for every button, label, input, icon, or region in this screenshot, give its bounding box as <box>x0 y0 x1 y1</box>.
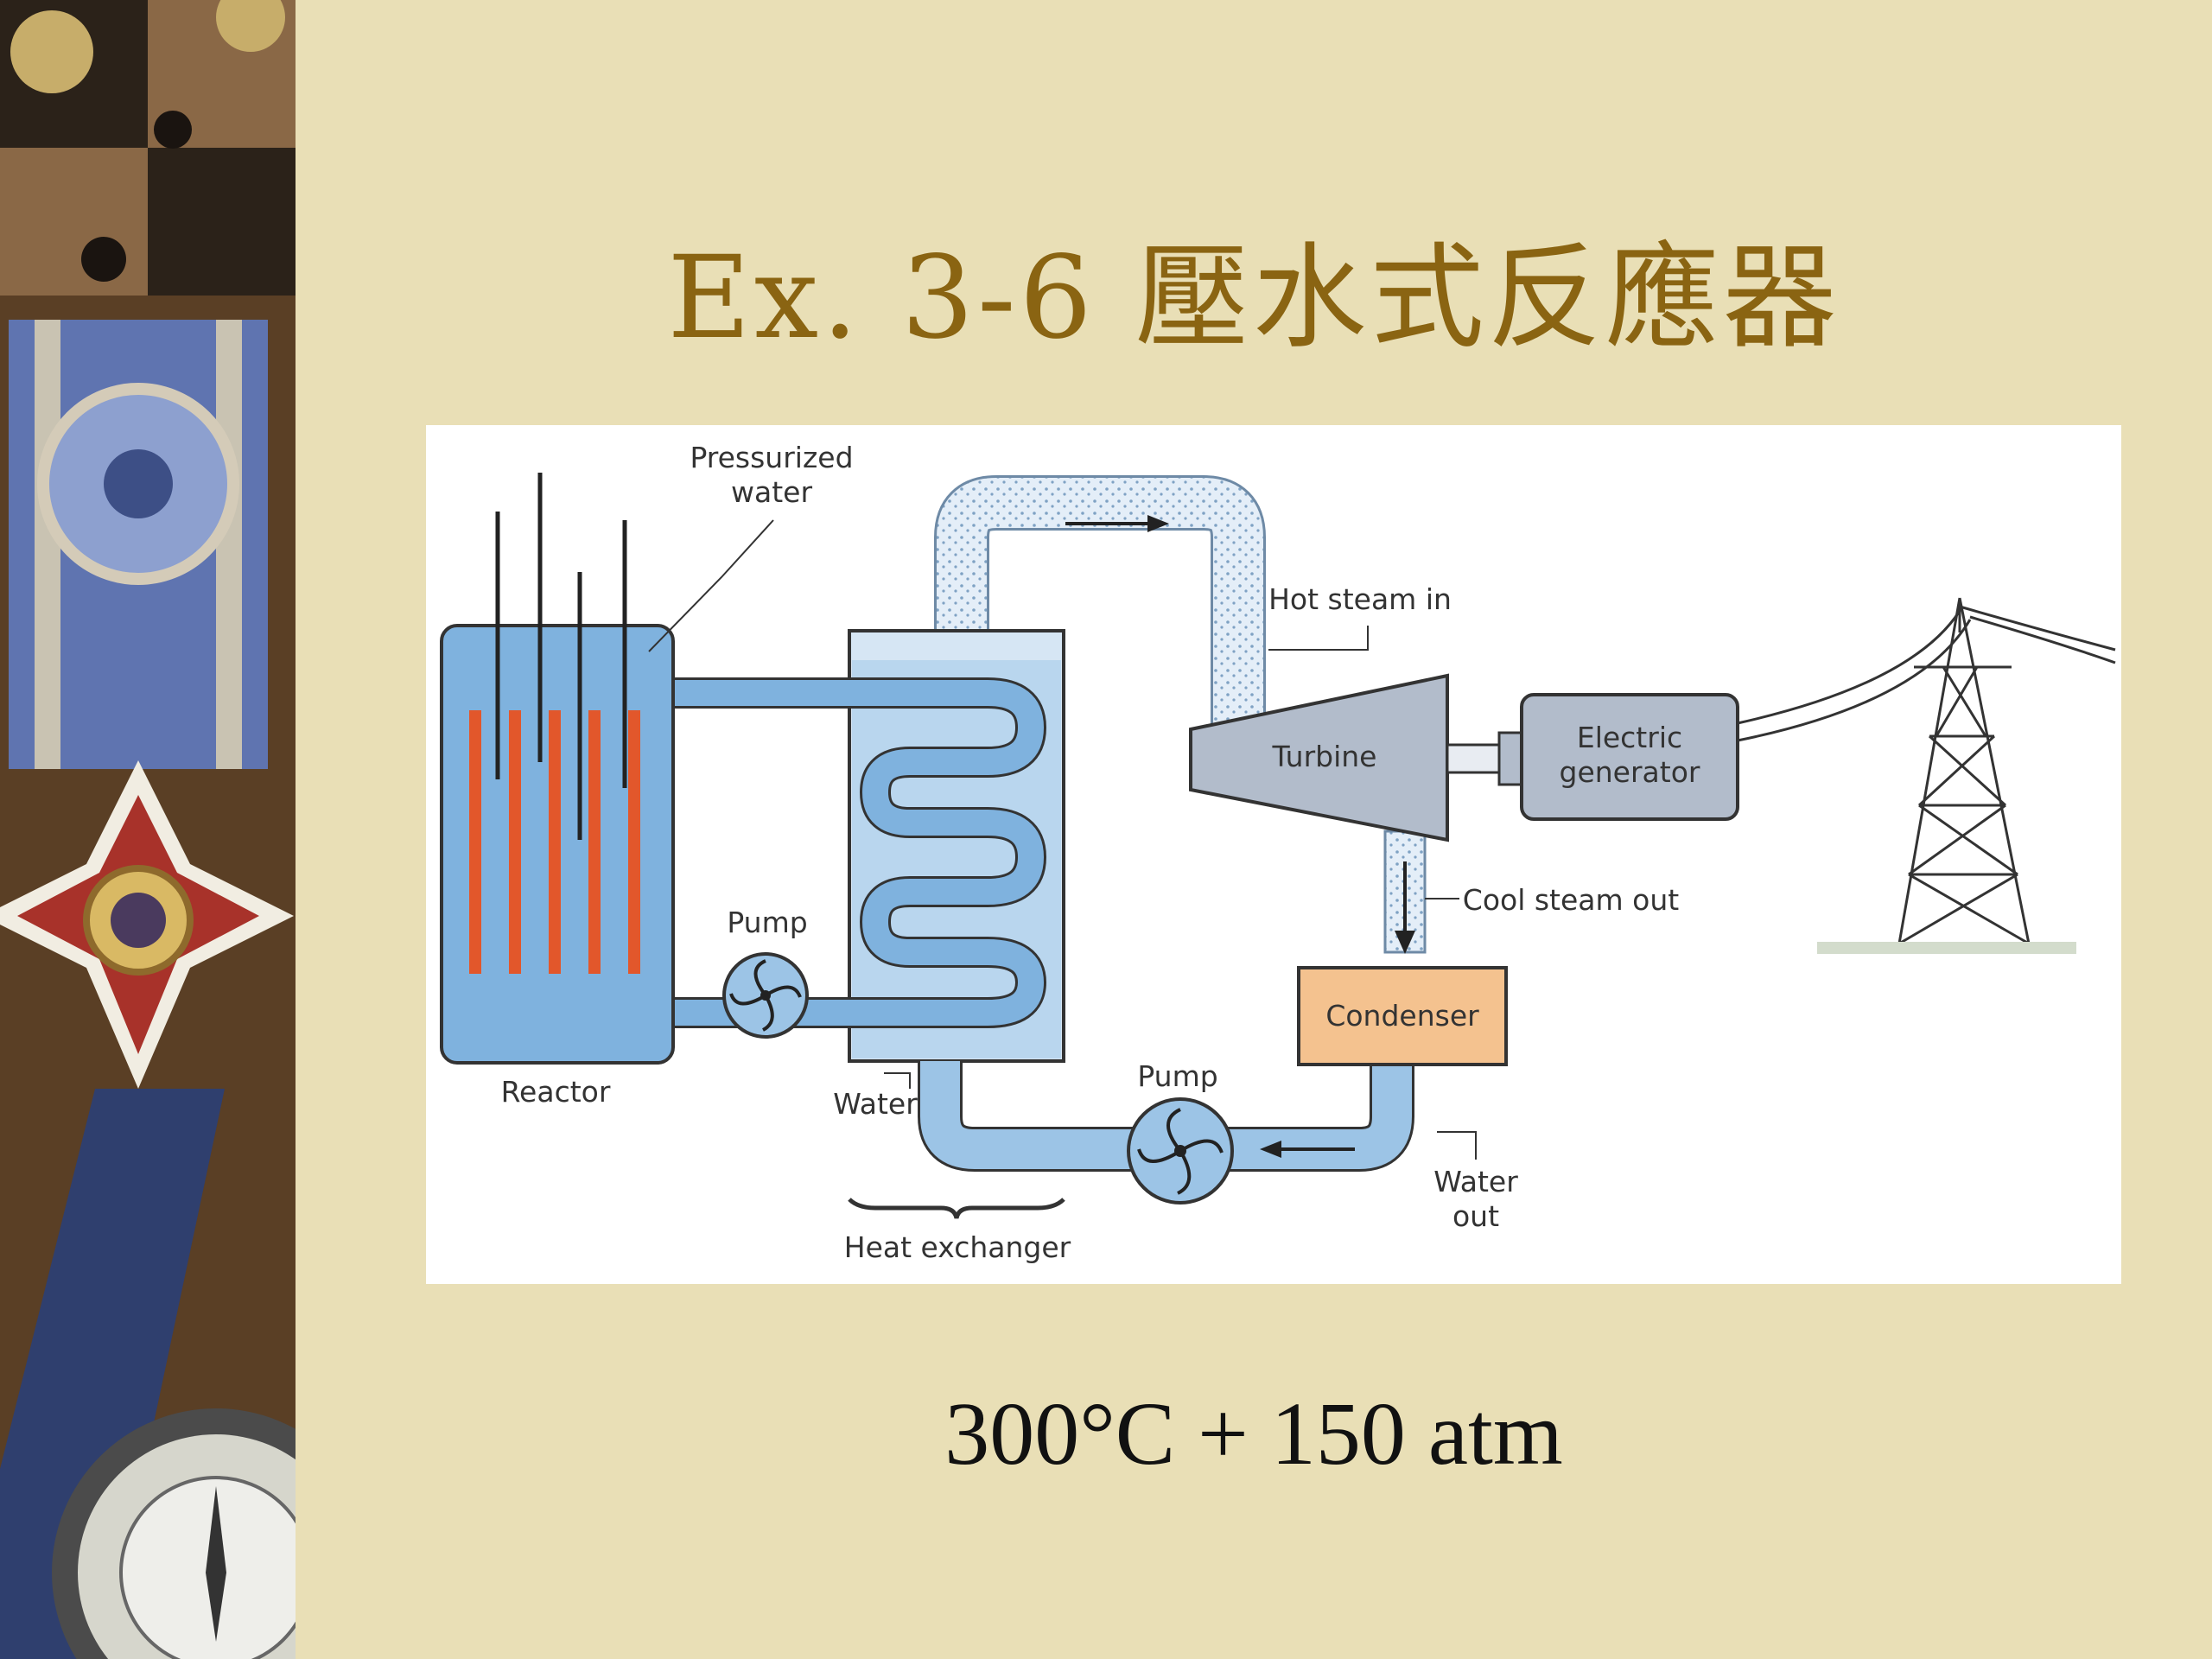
label-cool-steam-out: Cool steam out <box>1462 883 1680 917</box>
primary-pump <box>722 952 809 1039</box>
label-water: Water <box>833 1087 918 1121</box>
power-lines <box>1737 605 2116 742</box>
label-pump-primary: Pump <box>727 906 808 939</box>
reactor-vessel <box>440 473 774 1065</box>
label-pressurized-water: Pressurized water <box>690 441 854 509</box>
label-reactor: Reactor <box>500 1075 611 1109</box>
pwr-diagram: Pressurized water Hot steam in Turbine E… <box>426 425 2121 1284</box>
pwr-schematic <box>440 473 2116 1219</box>
cool-steam-pipe <box>1383 830 1427 954</box>
transmission-tower <box>1897 597 2031 945</box>
turbine <box>1189 673 1523 842</box>
label-hot-steam-in: Hot steam in <box>1268 582 1452 616</box>
label-condenser: Condenser <box>1325 999 1479 1033</box>
condenser <box>1297 966 1508 1066</box>
label-pump-secondary: Pump <box>1137 1059 1218 1093</box>
slide-title: Ex. 3-6 壓水式反應器 <box>667 232 1840 365</box>
ground-line <box>1817 942 2076 954</box>
secondary-pump <box>1127 1097 1234 1205</box>
operating-conditions: 300°C + 150 atm <box>944 1384 1563 1484</box>
label-electric-generator: Electric generator <box>1559 721 1700 789</box>
primary-coil <box>651 677 1047 1028</box>
label-heat-exchanger: Heat exchanger <box>843 1230 1071 1264</box>
label-water-out: Water out <box>1433 1165 1518 1233</box>
label-turbine: Turbine <box>1272 740 1377 773</box>
decorative-image-strip <box>0 0 296 1659</box>
steam-pipe <box>934 475 1266 736</box>
leader-lines <box>848 626 1477 1219</box>
electric-generator <box>1520 693 1739 821</box>
decorative-medal-illustration <box>0 0 296 1659</box>
